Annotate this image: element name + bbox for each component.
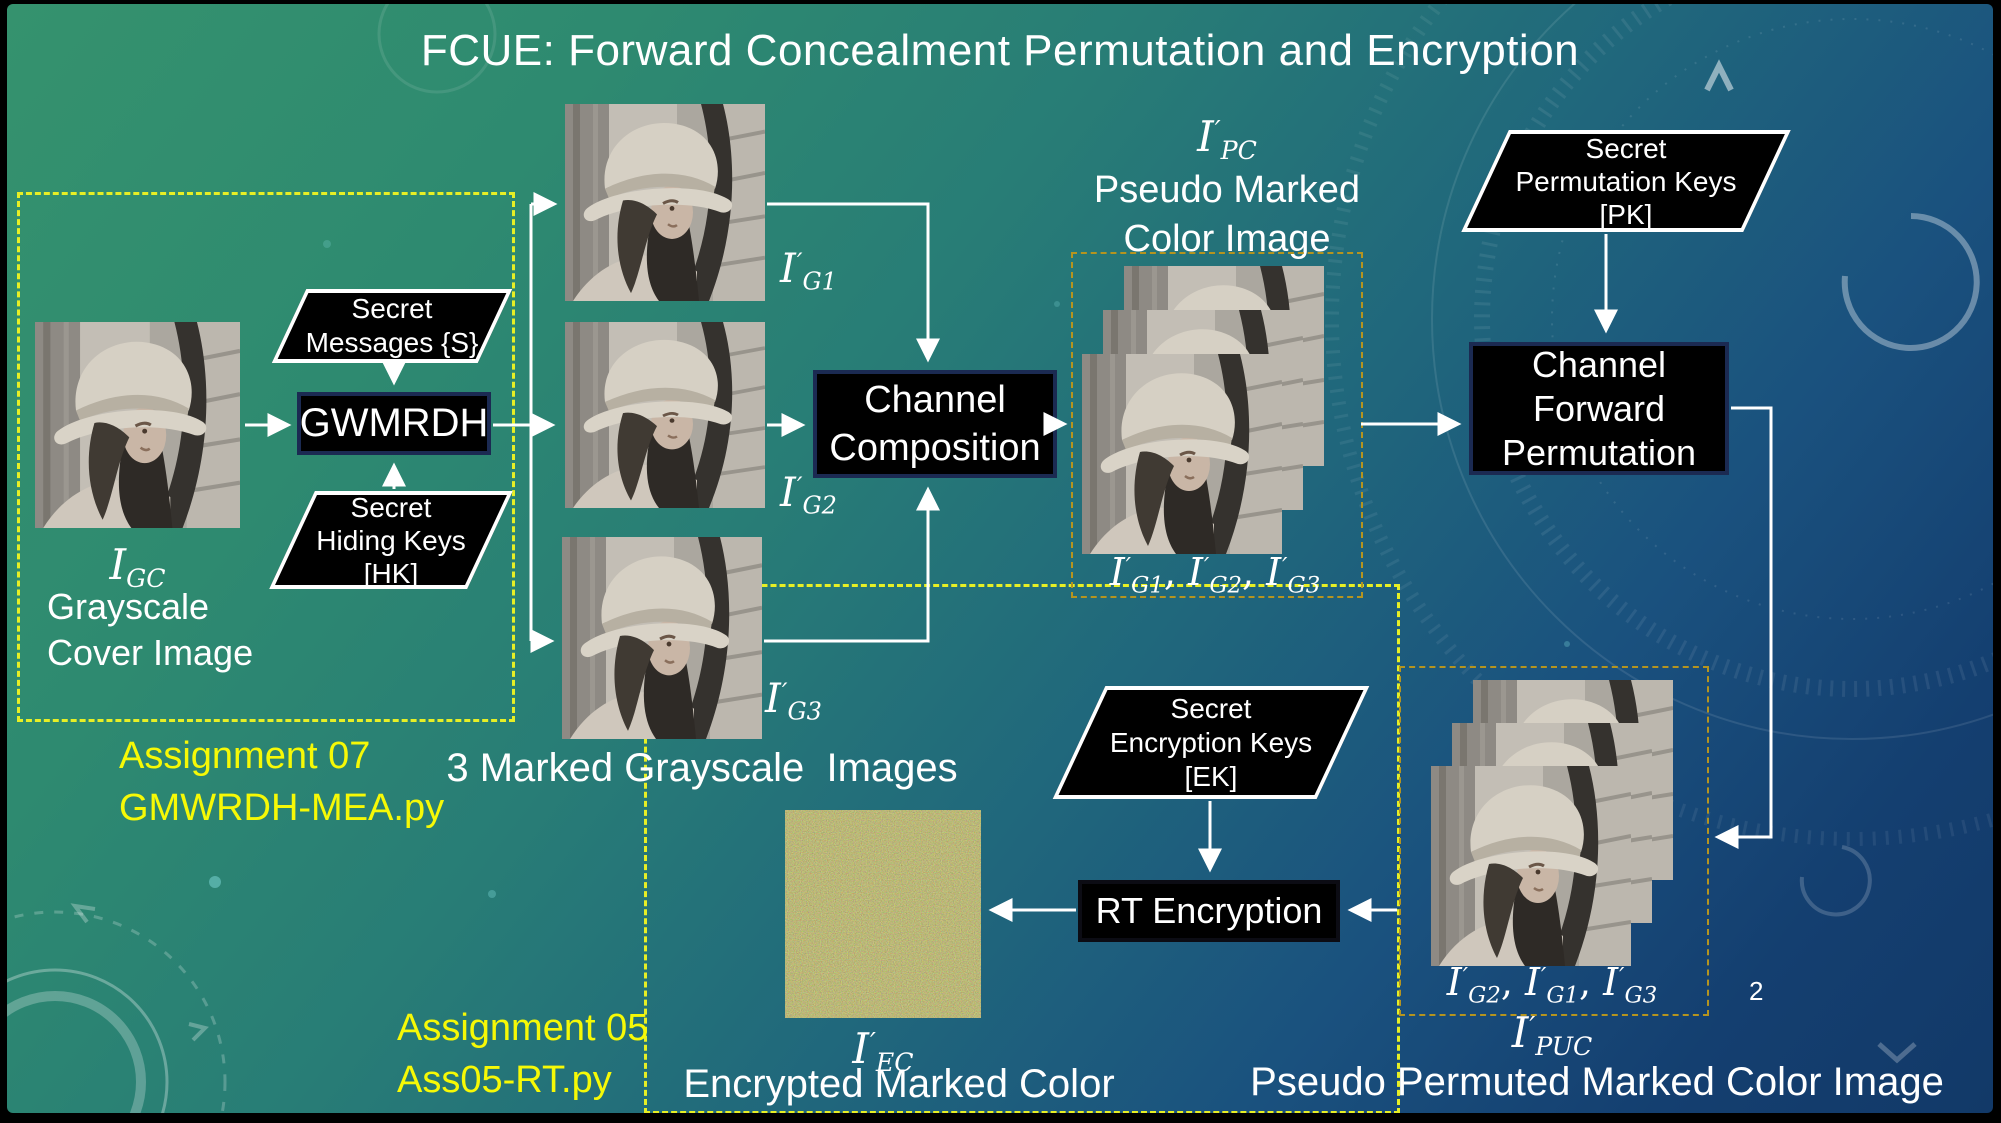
assignment07-line1: Assignment 07	[119, 735, 371, 777]
ec-caption: Encrypted Marked Color Image	[683, 1062, 1115, 1113]
label-ig1: I′G1	[780, 246, 837, 296]
arrow-forward-permutation-to-puc	[1714, 406, 1773, 849]
cfp-line3: Permutation	[1501, 431, 1697, 473]
channel-composition-line1: Channel	[864, 379, 1006, 421]
puc-stack-label: I′G2,I′G1,I′G3	[1446, 960, 1658, 1009]
flow-connectors	[245, 192, 1773, 922]
label-ipuc: I′PUC	[1511, 1008, 1593, 1062]
assignment07-region	[17, 192, 515, 722]
page-number: 2	[1749, 976, 1764, 1006]
puc-caption: Pseudo Permuted Marked Color Image	[1250, 1060, 1944, 1104]
arrow-g3-to-composition	[764, 486, 940, 643]
arrow-g1-to-composition	[767, 202, 940, 363]
assignment05-line1: Assignment 05	[397, 1007, 649, 1049]
process-channel-forward-permutation: Channel Forward Permutation	[1469, 342, 1729, 475]
channel-composition-line2: Composition	[829, 427, 1041, 469]
gwmrdh-label: GWMRDH	[299, 401, 489, 445]
cfp-line2: Forward	[1532, 387, 1665, 429]
label-ig3: I′G3	[765, 676, 822, 726]
cover-caption: Grayscale Cover Image	[47, 584, 253, 676]
label-ig2: I′G2	[780, 470, 837, 520]
puc-stack-region	[1399, 666, 1709, 1016]
rt-encryption-label: RT Encryption	[1095, 890, 1323, 931]
assignment05-line2: Ass05-RT.py	[397, 1059, 612, 1101]
slide-title: FCUE: Forward Concealment Permutation an…	[420, 26, 1580, 75]
label-ipc: I′PC	[1197, 112, 1257, 166]
process-rt-encryption: RT Encryption	[1078, 880, 1340, 942]
process-channel-composition: Channel Composition	[813, 370, 1057, 478]
label-iec: I′EC	[852, 1024, 914, 1078]
assignment05-label: Assignment 05 Ass05-RT.py	[397, 1002, 648, 1106]
marked-caption: 3 Marked Grayscale Images	[446, 746, 958, 790]
encrypted-image	[785, 810, 981, 1018]
pc-stack-label: I′G1,I′G2,I′G3	[1109, 550, 1321, 599]
assignment05-region	[644, 584, 1400, 1113]
cover-caption-line2: Cover Image	[47, 632, 254, 673]
label-igc: IGC	[109, 540, 166, 594]
assignment07-line2: GMWRDH-MEA.py	[119, 787, 445, 829]
background-decoration	[7, 4, 1993, 1113]
assignment07-label: Assignment 07 GMWRDH-MEA.py	[119, 730, 444, 834]
process-gwmrdh: GWMRDH	[297, 392, 491, 455]
cover-caption-line1: Grayscale	[47, 586, 210, 627]
slide-canvas: FCUE: Forward Concealment Permutation an…	[7, 4, 1993, 1113]
pc-caption-line1: Pseudo Marked	[1093, 169, 1361, 212]
cfp-line1: Channel	[1531, 343, 1667, 385]
